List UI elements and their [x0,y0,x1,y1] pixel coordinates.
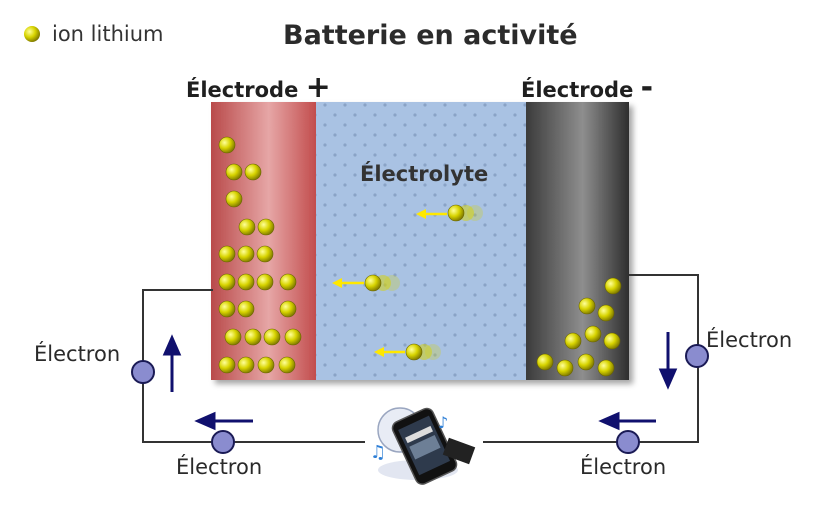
electrolyte-area [316,102,526,380]
moving-ion [332,274,400,292]
arrow-left-icon [598,411,656,431]
moving-ions [332,204,483,361]
negative-electrode-label: Électrode - [521,70,653,105]
arrow-up-icon [162,334,182,392]
electron-node [211,430,235,454]
ions-positive-electrode [218,136,302,374]
page-title: Batterie en activité [283,20,578,51]
electron-node [131,360,155,384]
ions-negative-electrode [536,277,622,377]
positive-electrode-text: Électrode [186,78,299,102]
electrolyte-label: Électrolyte [360,162,489,186]
legend-label: ion lithium [52,22,164,46]
electron-nodes [131,344,709,454]
electron-label-left: Électron [34,342,121,366]
arrow-left-icon [194,411,253,431]
negative-electrode-text: Électrode [521,78,634,102]
svg-text:♫: ♫ [370,442,386,463]
negative-sign: - [640,70,654,105]
svg-text:♪: ♪ [438,413,448,432]
arrow-down-icon [658,332,678,390]
electron-node [616,430,640,454]
positive-sign: + [305,70,331,105]
electron-label-bottom-left: Électron [176,455,263,479]
legend-ion-icon [24,26,40,42]
positive-electrode-label: Électrode + [186,70,331,105]
moving-ion [416,204,483,222]
smartphone-media-icon: ♫ ♪ [370,407,476,485]
electron-node [685,344,709,368]
electron-label-bottom-right: Électron [580,455,667,479]
electron-label-right: Électron [706,328,793,352]
moving-ion [374,343,441,361]
electron-flow-arrows [162,332,678,431]
battery-cell [211,102,629,380]
